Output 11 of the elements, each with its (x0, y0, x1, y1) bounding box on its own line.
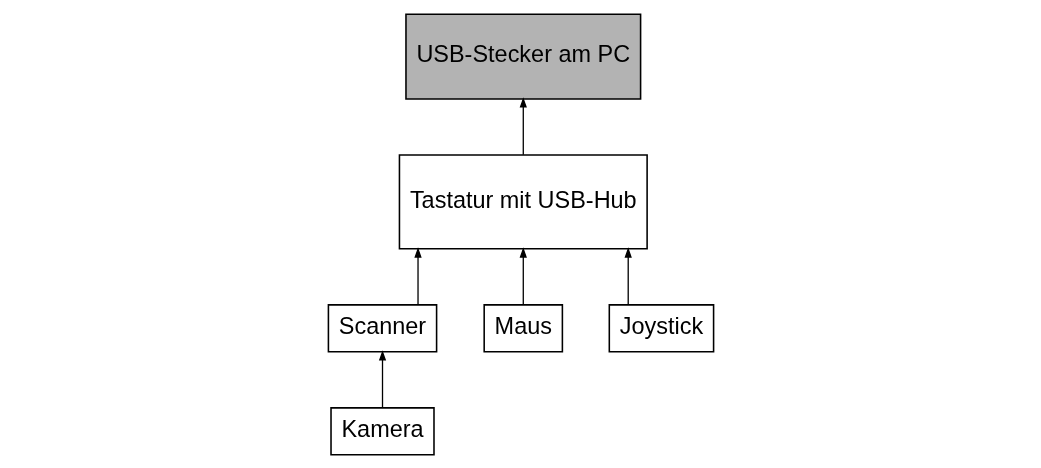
arrow (519, 246, 527, 305)
arrow (624, 246, 632, 305)
node-box: Kamera (329, 406, 435, 456)
arrow (519, 96, 527, 155)
node-box: Maus (482, 303, 563, 353)
node-box: Scanner (327, 303, 437, 353)
arrow (413, 246, 422, 305)
arrow (378, 349, 386, 408)
node-box: Tastatur mit USB-Hub (398, 153, 648, 250)
node-box: Joystick (608, 303, 714, 353)
node-box: USB-Stecker am PC (404, 12, 641, 100)
